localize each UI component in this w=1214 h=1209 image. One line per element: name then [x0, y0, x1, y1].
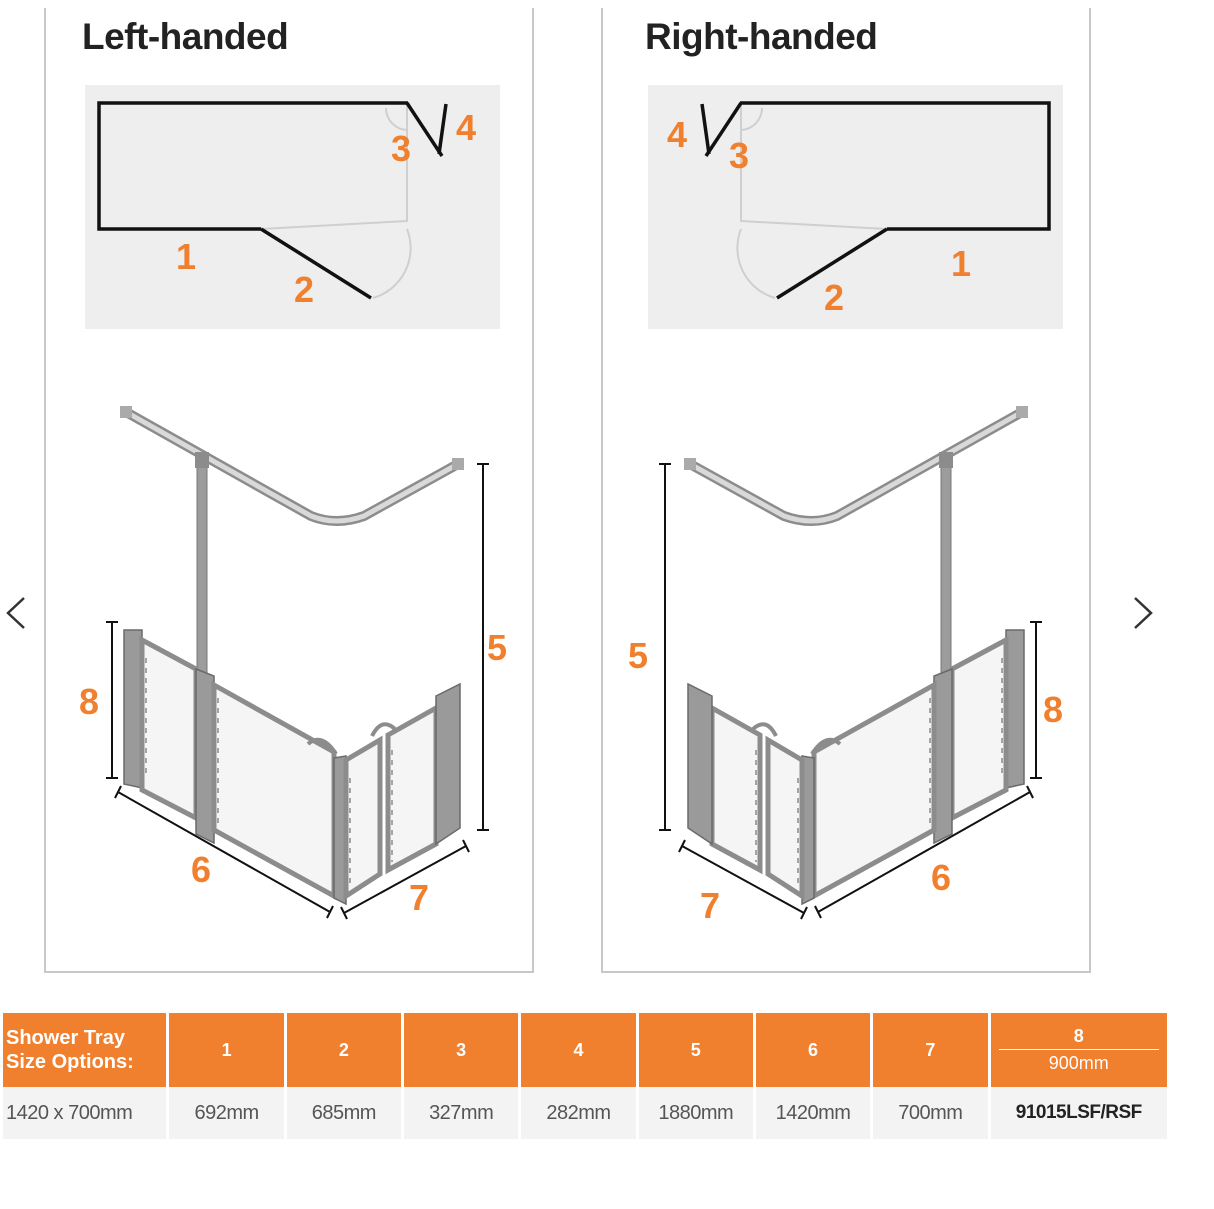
plan-label-2: 2	[824, 277, 844, 318]
chevron-right-icon	[1134, 597, 1153, 629]
header-col-8-height: 900mm	[1048, 1053, 1109, 1073]
header-col-1: 1	[169, 1013, 284, 1087]
header-size-options: Shower Tray Size Options:	[3, 1013, 167, 1087]
header-col-2: 2	[286, 1013, 402, 1087]
iso-label-8: 8	[1043, 689, 1063, 730]
plan-label-1: 1	[176, 236, 196, 277]
left-handed-panel: Left-handed 1 2 3 4	[44, 8, 534, 973]
table-row: 1420 x 700mm 692mm 685mm 327mm 282mm 188…	[3, 1087, 1167, 1139]
header-col-6: 6	[755, 1013, 871, 1087]
shower-enclosure-illustration	[106, 406, 489, 920]
left-handed-diagram: 1 2 3 4	[79, 85, 507, 920]
plan-wall-1	[97, 101, 408, 231]
header-col-4: 4	[521, 1013, 636, 1087]
iso-label-5: 5	[487, 627, 507, 668]
iso-label-7: 7	[700, 885, 720, 926]
cell-col-1: 692mm	[169, 1087, 284, 1139]
plan-label-4: 4	[667, 114, 687, 155]
plan-label-3: 3	[391, 128, 411, 169]
cell-tray-size: 1420 x 700mm	[3, 1087, 167, 1139]
iso-label-5: 5	[628, 635, 648, 676]
plan-label-1: 1	[951, 243, 971, 284]
plan-door-4	[437, 103, 448, 155]
plan-label-4: 4	[456, 107, 476, 148]
header-col-7: 7	[873, 1013, 988, 1087]
right-handed-panel: Right-handed	[601, 8, 1091, 973]
cell-col-3: 327mm	[404, 1087, 519, 1139]
cell-col-2: 685mm	[286, 1087, 402, 1139]
plan-label-3: 3	[729, 135, 749, 176]
iso-label-6: 6	[191, 849, 211, 890]
header-col-3: 3	[404, 1013, 519, 1087]
cell-col-5: 1880mm	[638, 1087, 753, 1139]
next-button[interactable]	[1125, 590, 1165, 636]
cell-col-6: 1420mm	[755, 1087, 871, 1139]
plan-door-3	[405, 102, 444, 157]
iso-label-6: 6	[931, 857, 951, 898]
plan-background	[648, 85, 1063, 329]
header-col-8-number: 8	[998, 1026, 1159, 1050]
iso-label-8: 8	[79, 681, 99, 722]
table-header-row: Shower Tray Size Options: 1 2 3 4 5 6 7 …	[3, 1013, 1167, 1087]
plan-door-2	[260, 227, 372, 300]
right-handed-diagram: 1 2 3 4 5 6 7 8	[628, 85, 1063, 926]
cell-col-4: 282mm	[521, 1087, 636, 1139]
plan-label-2: 2	[294, 269, 314, 310]
plan-background	[85, 85, 500, 329]
size-options-table: Shower Tray Size Options: 1 2 3 4 5 6 7 …	[0, 1013, 1170, 1139]
right-handed-title: Right-handed	[645, 16, 878, 57]
prev-button[interactable]	[0, 590, 40, 636]
iso-label-7: 7	[409, 877, 429, 918]
cell-model-code: 91015LSF/RSF	[990, 1087, 1167, 1139]
cell-col-7: 700mm	[873, 1087, 988, 1139]
chevron-left-icon	[6, 597, 25, 629]
header-col-8: 8 900mm	[990, 1013, 1167, 1087]
header-col-5: 5	[638, 1013, 753, 1087]
left-handed-title: Left-handed	[82, 16, 289, 57]
